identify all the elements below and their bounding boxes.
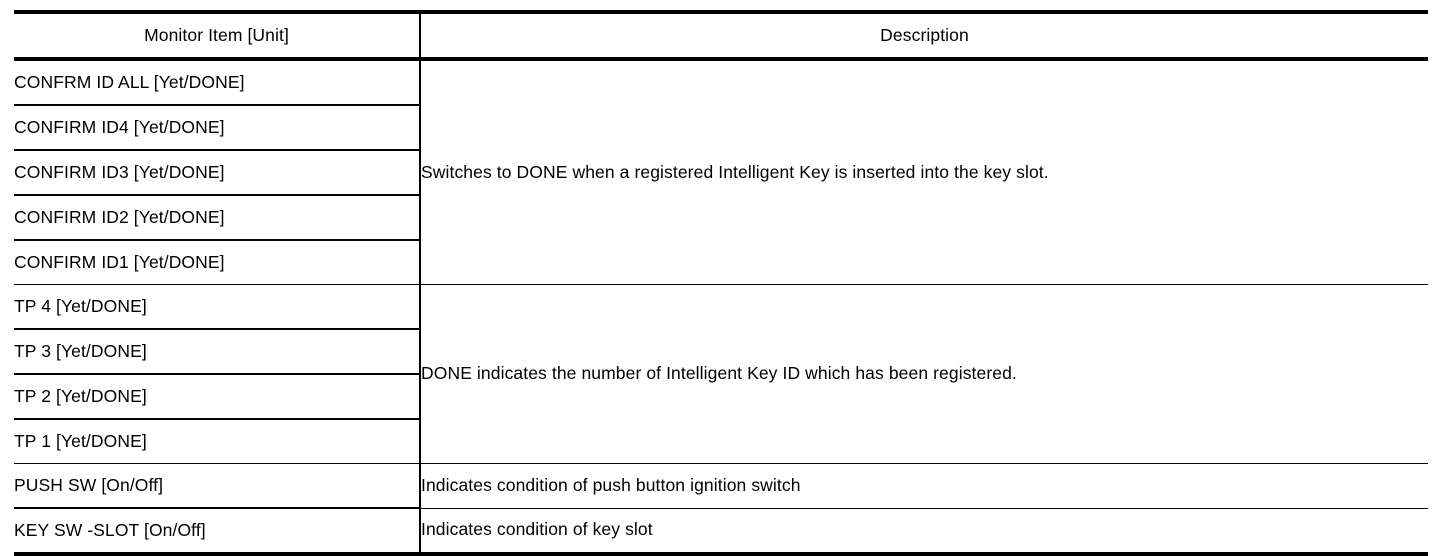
monitor-item-confirm-id1: CONFIRM ID1 [Yet/DONE]: [14, 240, 421, 285]
monitor-item-key-sw-slot: KEY SW -SLOT [On/Off]: [14, 508, 421, 556]
monitor-item-table: Monitor Item [Unit] Description CONFRM I…: [14, 10, 1428, 556]
monitor-item-confrm-id-all: CONFRM ID ALL [Yet/DONE]: [14, 59, 421, 106]
monitor-item-push-sw: PUSH SW [On/Off]: [14, 463, 421, 509]
table-row: CONFRM ID ALL [Yet/DONE] Switches to DON…: [14, 59, 1428, 285]
description-confirm-group: Switches to DONE when a registered Intel…: [420, 59, 1428, 285]
table-row: CONFIRM ID3 [Yet/DONE]: [14, 150, 1428, 196]
page-canvas: Monitor Item [Unit] Description CONFRM I…: [14, 10, 1428, 556]
table-body: CONFRM ID ALL [Yet/DONE] Switches to DON…: [14, 59, 1428, 556]
monitor-item-tp-3: TP 3 [Yet/DONE]: [14, 329, 421, 375]
monitor-item-tp-1: TP 1 [Yet/DONE]: [14, 419, 421, 464]
monitor-item-tp-2: TP 2 [Yet/DONE]: [14, 374, 421, 420]
monitor-item-confirm-id2: CONFIRM ID2 [Yet/DONE]: [14, 195, 421, 241]
table-header: Monitor Item [Unit] Description: [14, 10, 1428, 61]
table-row: CONFIRM ID2 [Yet/DONE]: [14, 195, 1428, 241]
table-row: TP 3 [Yet/DONE]: [14, 329, 1428, 375]
table-row: TP 2 [Yet/DONE]: [14, 374, 1428, 420]
description-key-sw-slot: Indicates condition of key slot: [420, 508, 1428, 556]
table-row: KEY SW -SLOT [On/Off] Indicates conditio…: [14, 508, 1428, 556]
description-tp-group: DONE indicates the number of Intelligent…: [420, 284, 1428, 464]
monitor-item-tp-4: TP 4 [Yet/DONE]: [14, 284, 421, 330]
table-row: CONFIRM ID1 [Yet/DONE]: [14, 240, 1428, 285]
table-header-row: Monitor Item [Unit] Description: [14, 10, 1428, 61]
monitor-item-confirm-id4: CONFIRM ID4 [Yet/DONE]: [14, 105, 421, 151]
table-row: PUSH SW [On/Off] Indicates condition of …: [14, 463, 1428, 509]
table-row: TP 4 [Yet/DONE] DONE indicates the numbe…: [14, 284, 1428, 464]
monitor-item-confirm-id3: CONFIRM ID3 [Yet/DONE]: [14, 150, 421, 196]
description-push-sw: Indicates condition of push button ignit…: [420, 463, 1428, 509]
table-row: CONFIRM ID4 [Yet/DONE]: [14, 105, 1428, 151]
column-header-description: Description: [420, 10, 1428, 61]
column-header-monitor-item: Monitor Item [Unit]: [14, 10, 421, 61]
table-row: TP 1 [Yet/DONE]: [14, 419, 1428, 464]
